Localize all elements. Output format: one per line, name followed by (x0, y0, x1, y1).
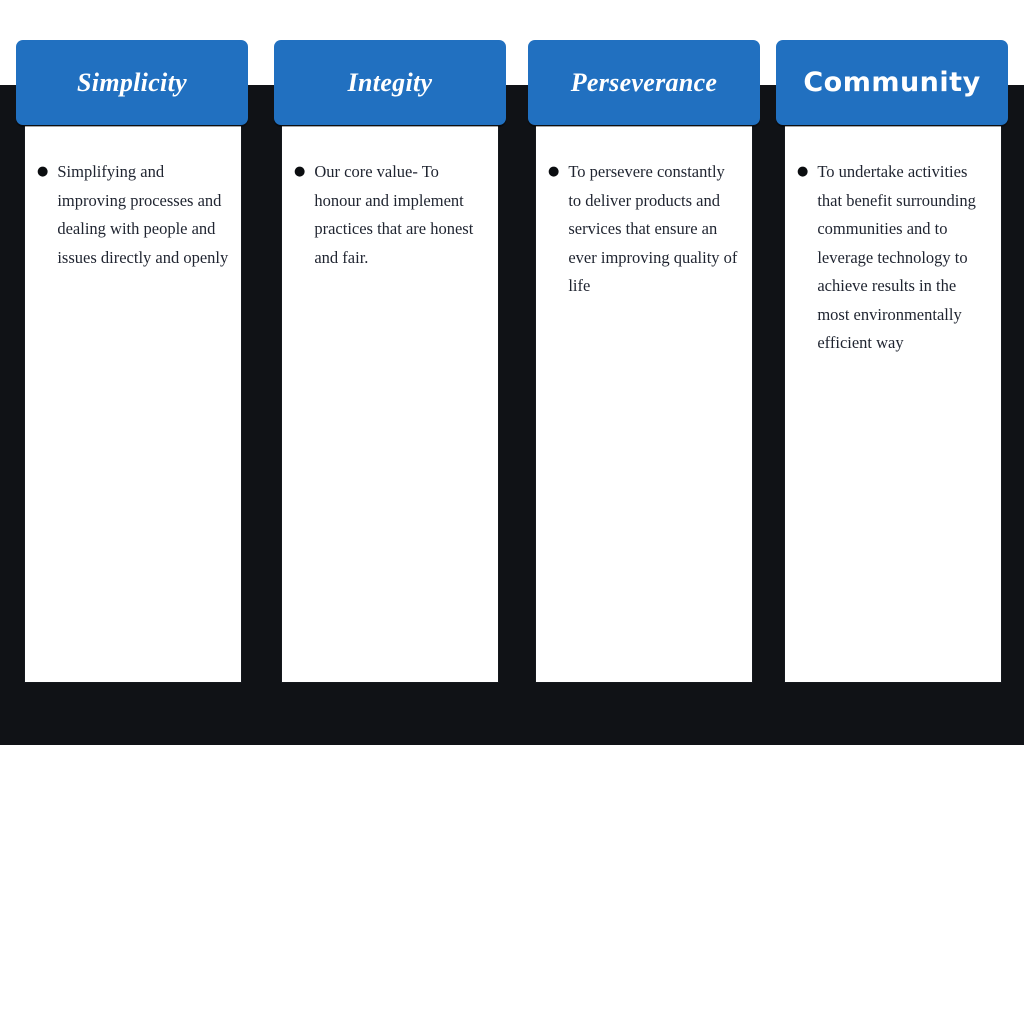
column-body: ● To undertake activities that benefit s… (784, 125, 1002, 683)
bullet-icon: ● (37, 164, 49, 179)
bullet-item: ● Simplifying and improving processes an… (37, 158, 229, 272)
value-column-simplicity: Simplicity ● Simplifying and improving p… (16, 40, 248, 683)
bullet-item: ● Our core value- To honour and implemen… (294, 158, 486, 272)
column-title: Perseverance (570, 67, 718, 97)
value-column-community: Community ● To undertake activities that… (776, 40, 1008, 683)
value-column-integity: Integity ● Our core value- To honour and… (274, 40, 506, 683)
bullet-icon: ● (294, 164, 306, 179)
column-header: Perseverance (528, 40, 760, 125)
bullet-text: Simplifying and improving processes and … (57, 162, 229, 267)
bullet-text: To undertake activities that benefit sur… (817, 162, 976, 352)
bullet-icon: ● (797, 164, 809, 179)
bullet-item: ● To persevere constantly to deliver pro… (548, 158, 740, 301)
column-header: Integity (274, 40, 506, 125)
bullet-text: To persevere constantly to deliver produ… (568, 162, 738, 295)
column-title: Simplicity (77, 67, 187, 97)
column-title: Community (803, 67, 981, 98)
bullet-icon: ● (548, 164, 560, 179)
value-column-perseverance: Perseverance ● To persevere constantly t… (528, 40, 760, 683)
column-body: ● Simplifying and improving processes an… (24, 125, 242, 683)
bullet-item: ● To undertake activities that benefit s… (797, 158, 989, 358)
column-body: ● Our core value- To honour and implemen… (281, 125, 499, 683)
column-header: Community (776, 40, 1008, 125)
column-header: Simplicity (16, 40, 248, 125)
column-title: Integity (347, 67, 433, 97)
column-body: ● To persevere constantly to deliver pro… (535, 125, 753, 683)
bullet-text: Our core value- To honour and implement … (314, 162, 474, 267)
